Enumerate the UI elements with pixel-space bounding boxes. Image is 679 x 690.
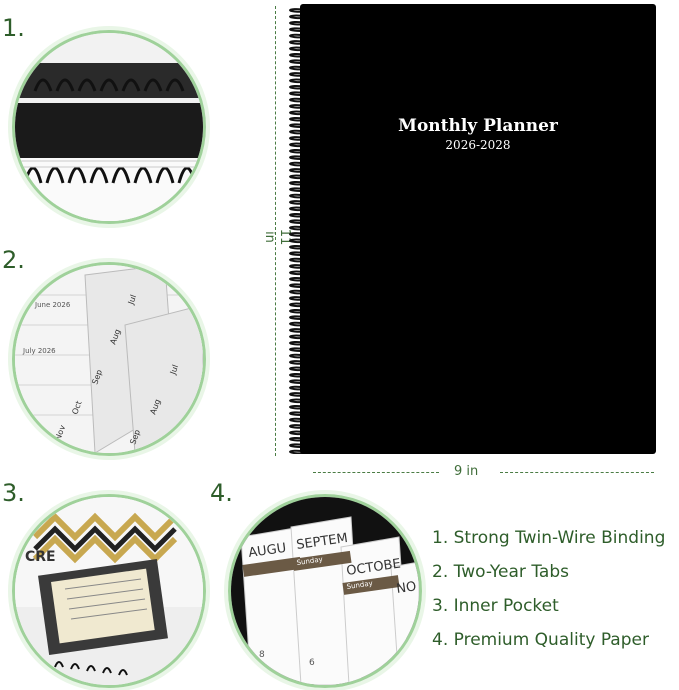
label-number-2: 2. bbox=[2, 246, 25, 274]
label-number-3: 3. bbox=[2, 479, 25, 507]
width-dimension-line-right bbox=[500, 472, 654, 473]
paper-month-4: NO bbox=[395, 579, 417, 597]
calendar-header-july: July 2026 bbox=[22, 347, 56, 355]
paper-illustration: AUGU SEPTEM OCTOBE NO Sunday Sunday 8 6 bbox=[231, 497, 419, 685]
paper-date-1: 8 bbox=[259, 650, 265, 660]
paper-day-2: Sunday bbox=[346, 579, 373, 591]
height-dimension-line bbox=[275, 6, 276, 456]
calendar-header-june: June 2026 bbox=[34, 301, 71, 309]
label-number-1: 1. bbox=[2, 14, 25, 42]
feature-item: 3. Inner Pocket bbox=[432, 596, 559, 616]
planner-title: Monthly Planner bbox=[398, 116, 558, 136]
paper-closeup-photo: AUGU SEPTEM OCTOBE NO Sunday Sunday 8 6 bbox=[228, 494, 422, 688]
label-number-4: 4. bbox=[210, 479, 233, 507]
feature-item: 1. Strong Twin-Wire Binding bbox=[432, 528, 666, 548]
binding-illustration bbox=[15, 33, 203, 221]
tab-label-oct: Oct bbox=[70, 400, 83, 416]
tab-label-jul-2: Jul bbox=[168, 364, 180, 377]
tabs-illustration: June 2026 July 2026 Jul Aug Sep Oct Nov … bbox=[15, 265, 203, 453]
binding-closeup-photo bbox=[12, 30, 206, 224]
feature-list: 1. Strong Twin-Wire Binding 2. Two-Year … bbox=[432, 528, 665, 664]
feature-item: 4. Premium Quality Paper bbox=[432, 630, 649, 650]
feature-item: 2. Two-Year Tabs bbox=[432, 562, 569, 582]
paper-day-1: Sunday bbox=[296, 555, 323, 567]
tab-label-jul: Jul bbox=[126, 294, 138, 307]
paper-date-2: 6 bbox=[309, 658, 315, 668]
pocket-closeup-photo: CRE bbox=[12, 494, 206, 688]
paper-month-1: AUGU bbox=[247, 541, 287, 561]
pocket-illustration: CRE bbox=[15, 497, 203, 685]
planner-cover: Monthly Planner 2026-2028 bbox=[300, 4, 656, 454]
planner-years: 2026-2028 bbox=[445, 138, 511, 152]
width-dimension-label: 9 in bbox=[454, 464, 479, 479]
pocket-corner-text: CRE bbox=[25, 549, 56, 565]
width-dimension-line-left bbox=[313, 472, 439, 473]
paper-month-2: SEPTEM bbox=[295, 531, 348, 553]
tabs-closeup-photo: June 2026 July 2026 Jul Aug Sep Oct Nov … bbox=[12, 262, 206, 456]
